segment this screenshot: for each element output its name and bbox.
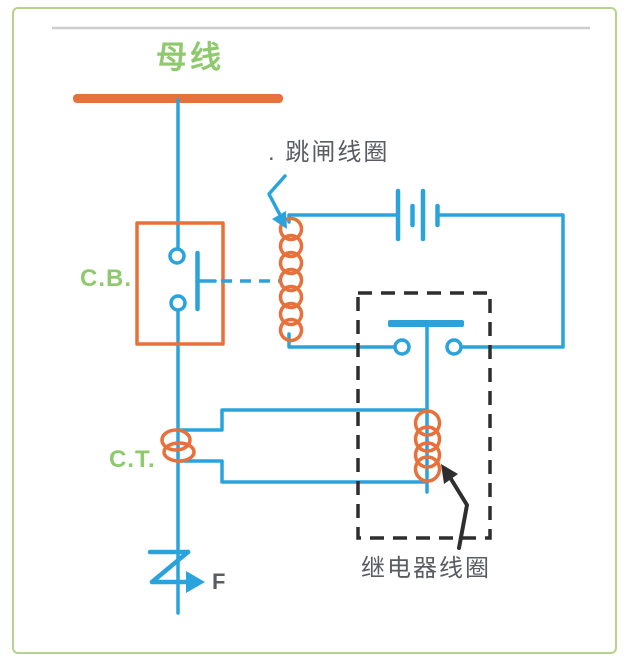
circuit-breaker-box (135, 221, 225, 346)
cb-upper-contact (168, 247, 186, 265)
trip-coil-to-contact-wire (287, 332, 397, 349)
battery-to-contact-wire (438, 213, 565, 349)
trip-coil-pointer-arrow (267, 174, 287, 229)
relay-contact-bar (388, 320, 464, 327)
busbar-label: 母线 (156, 40, 224, 75)
circuit-breaker-label: C.B. (80, 265, 132, 292)
trip-coil-winding (278, 216, 304, 343)
ct-winding (160, 428, 196, 463)
fault-arrow-symbol (147, 549, 205, 593)
current-transformer-label: C.T. (109, 446, 156, 473)
trip-coil-label: . 跳闸线圈 (268, 139, 390, 166)
relay-coil-winding (413, 409, 442, 483)
relay-contact-right-terminal (445, 338, 463, 356)
relay-coil-pointer-arrow (441, 464, 469, 550)
fault-point-label: F (212, 569, 226, 594)
ct-upper-lead-wire (176, 408, 429, 432)
circuit-breaker-symbol (135, 221, 225, 346)
ct-lower-lead-wire (176, 459, 429, 484)
cb-lower-contact (169, 294, 187, 312)
trip-coil-top-wire (287, 213, 398, 224)
relay-coil-label: 继电器线圈 (361, 555, 491, 582)
battery-icon (395, 188, 440, 242)
relay-dashed-box (356, 291, 492, 540)
relay-contact-left-terminal (393, 338, 411, 356)
